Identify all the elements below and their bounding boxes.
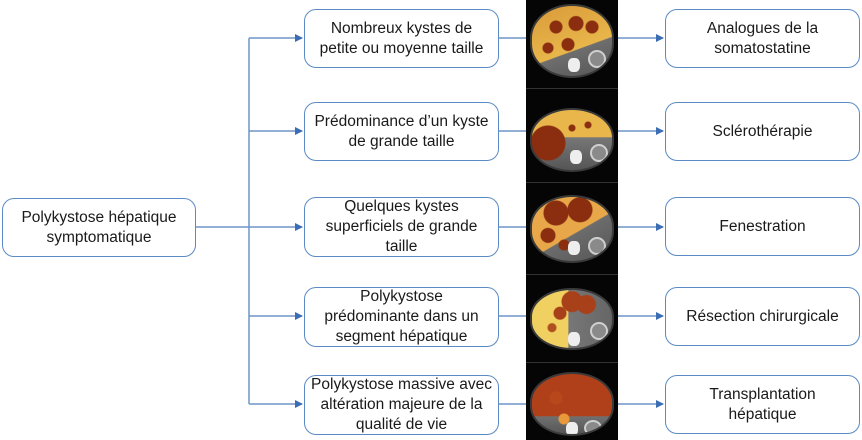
scenario-line: Quelques kystes [344,198,459,215]
treatment-box-2: Sclérothérapie [665,102,860,161]
ct-scan-segmental-polycystosis [530,288,614,350]
treatment-line: somatostatine [714,39,811,57]
scenario-line: superficiels de grande [325,218,478,235]
treatment-box-1: Analogues de la somatostatine [665,9,860,68]
scenario-line: altération majeure de la [320,396,483,413]
scenario-line: Prédominance d’un kyste [314,112,489,130]
treatment-box-3: Fenestration [665,197,860,256]
scenario-line: prédominante dans un [324,308,479,325]
scenario-box-3: Quelques kystes superficiels de grande t… [304,197,499,257]
scenario-line: Polykystose massive avec [311,376,492,393]
treatment-line: Résection chirurgicale [686,307,839,325]
ct-scan-many-small-cysts [530,4,614,78]
scenario-line: qualité de vie [355,416,448,433]
ct-scan-superficial-large-cysts [530,195,614,263]
scenario-line: Nombreux kystes de [330,19,473,37]
scenario-line: taille [385,238,418,255]
treatment-box-4: Résection chirurgicale [665,287,860,346]
treatment-line: Sclérothérapie [712,122,813,140]
scenario-box-5: Polykystose massive avec altération maje… [304,375,499,435]
treatment-line: Analogues de la [706,19,819,37]
scenario-line: de grande taille [348,132,455,150]
scenario-line: segment hépatique [335,328,468,345]
ct-scan-dominant-large-cyst [530,108,614,172]
scenario-line: Polykystose [360,288,443,305]
scenario-box-1: Nombreux kystes de petite ou moyenne tai… [304,9,499,68]
treatment-line: hépatique [728,405,797,423]
treatment-line: Transplantation [709,385,816,403]
treatment-box-5: Transplantation hépatique [665,375,860,434]
root-box: Polykystose hépatique symptomatique [2,198,196,257]
root-line: Polykystose hépatique [21,208,177,226]
ct-scan-massive-polycystosis [530,372,614,436]
scenario-line: petite ou moyenne taille [319,39,484,57]
ct-scan-strip [526,0,618,440]
treatment-line: Fenestration [719,217,806,235]
scenario-box-2: Prédominance d’un kyste de grande taille [304,102,499,161]
scenario-box-4: Polykystose prédominante dans un segment… [304,287,499,347]
root-line: symptomatique [46,228,152,246]
